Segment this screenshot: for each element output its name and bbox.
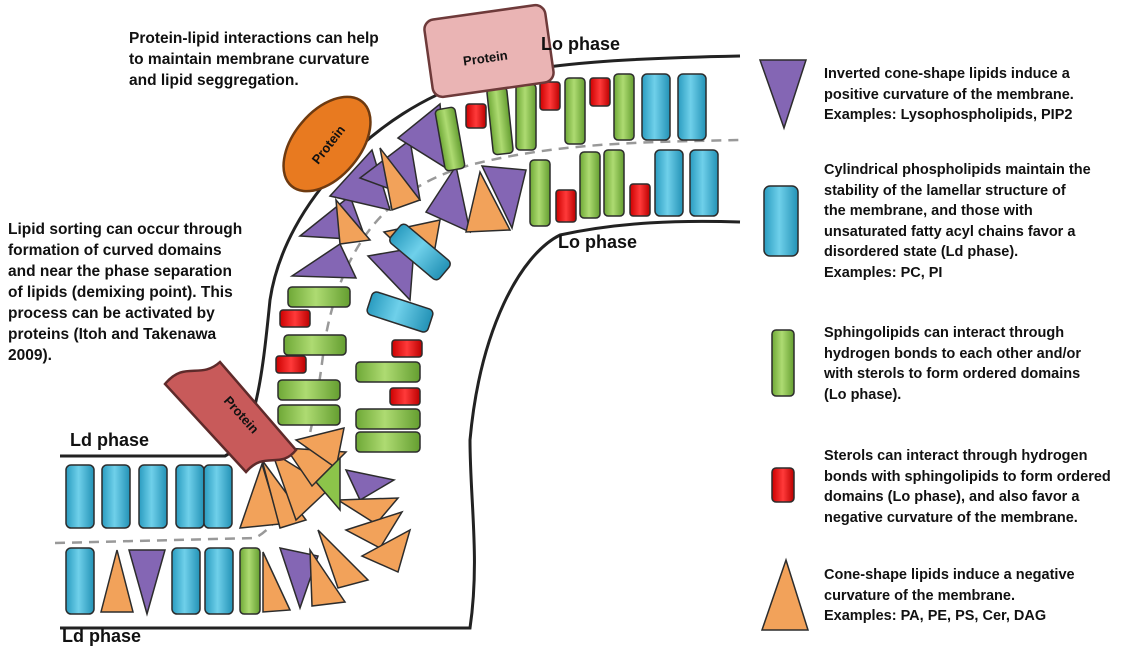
legend-inverted-cone: Inverted cone-shape lipids induce a posi… — [824, 66, 1074, 123]
phase-label-lo-top: Lo phase — [541, 34, 621, 54]
ld-lower-leaflet — [65, 529, 370, 617]
lo-upper-leaflet — [434, 73, 707, 172]
membrane-midline — [54, 138, 741, 545]
sterol-icon — [771, 467, 795, 503]
phase-label-lo-bottom: Lo phase — [558, 232, 638, 252]
protein-top: Protein — [423, 3, 555, 99]
legend-sterol: Sterols can interact through hydrogen bo… — [824, 448, 1111, 526]
inverted-cone-icon — [758, 59, 808, 131]
sphingolipid-icon — [771, 329, 795, 397]
lipid-sorting-note: Lipid sorting can occur through formatio… — [8, 221, 243, 364]
cylinder-icon — [763, 185, 799, 257]
ld-upper-leaflet — [65, 464, 233, 529]
curved-region-cones — [238, 426, 412, 574]
phase-label-ld-bottom: Ld phase — [62, 626, 142, 646]
legend-sphingolipid: Sphingolipids can interact through hydro… — [824, 325, 1081, 403]
protein-lipid-note: Protein-lipid interactions can help to m… — [129, 30, 379, 89]
legend-cylinder: Cylindrical phospholipids maintain the s… — [824, 162, 1091, 281]
phase-label-ld-top: Ld phase — [70, 430, 150, 450]
protein-lower: Protein — [163, 360, 298, 474]
cone-icon — [760, 557, 810, 631]
legend-icons — [758, 59, 810, 631]
lo-lower-leaflet — [465, 149, 719, 233]
curve-lower-leaflet — [335, 147, 472, 453]
protein-middle: Protein — [282, 95, 372, 193]
legend-cone: Cone-shape lipids induce a negative curv… — [824, 567, 1075, 624]
svg-text:Protein: Protein — [462, 48, 508, 69]
